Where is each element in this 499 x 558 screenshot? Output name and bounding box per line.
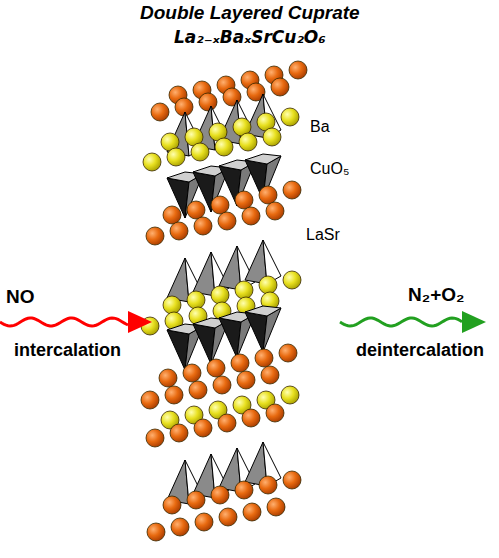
atom-sphere	[263, 128, 281, 146]
atom-sphere	[194, 217, 212, 235]
atom-label: Ba	[310, 118, 330, 136]
atom-sphere	[189, 381, 207, 399]
atom-sphere	[187, 201, 205, 219]
formula-label: La₂₋ₓBaₓSrCu₂O₆	[174, 27, 326, 47]
atom-sphere	[194, 419, 212, 437]
atom-sphere	[289, 61, 307, 79]
atom-sphere	[199, 93, 217, 111]
atom-sphere	[163, 496, 181, 514]
atom-sphere	[147, 523, 165, 541]
atom-sphere	[167, 148, 185, 166]
wavy-arrow	[340, 318, 462, 326]
gas-label: N₂+O₂	[408, 284, 464, 306]
atom-sphere	[235, 191, 253, 209]
atom-sphere	[195, 513, 213, 531]
atom-sphere	[231, 354, 249, 372]
atom-sphere	[218, 212, 236, 230]
gas-label: NO	[6, 286, 35, 308]
atom-sphere	[266, 202, 284, 220]
atom-sphere	[163, 206, 181, 224]
atom-sphere	[218, 414, 236, 432]
atom-sphere	[283, 181, 301, 199]
atom-sphere	[146, 227, 164, 245]
atom-sphere	[235, 281, 253, 299]
atom-sphere	[237, 371, 255, 389]
atom-sphere	[215, 138, 233, 156]
atom-sphere	[171, 518, 189, 536]
atom-sphere	[183, 364, 201, 382]
atom-sphere	[211, 286, 229, 304]
atom-sphere	[255, 349, 273, 367]
atom-sphere	[170, 222, 188, 240]
atom-label: LaSr	[306, 226, 340, 244]
wavy-arrow	[0, 318, 128, 326]
atom-sphere	[279, 344, 297, 362]
atom-sphere	[141, 391, 159, 409]
cuo5-pyramid	[245, 306, 281, 316]
arrow-head	[462, 311, 486, 333]
atom-sphere	[239, 133, 257, 151]
atom-sphere	[165, 386, 183, 404]
atom-sphere	[143, 153, 161, 171]
atom-sphere	[219, 508, 237, 526]
atom-sphere	[146, 429, 164, 447]
process-label: deintercalation	[356, 340, 484, 361]
atom-sphere	[281, 108, 299, 126]
atom-sphere	[283, 471, 301, 489]
cuo5-pyramid	[245, 154, 281, 164]
atom-sphere	[243, 503, 261, 521]
atom-sphere	[207, 359, 225, 377]
atom-sphere	[267, 498, 285, 516]
atom-sphere	[211, 486, 229, 504]
atom-sphere	[235, 481, 253, 499]
atom-sphere	[213, 376, 231, 394]
atom-sphere	[191, 143, 209, 161]
process-label: intercalation	[14, 340, 121, 361]
atom-sphere	[211, 196, 229, 214]
atom-label: CuO₅	[310, 160, 349, 178]
atom-sphere	[151, 103, 169, 121]
atom-layers	[141, 61, 307, 541]
atom-sphere	[259, 186, 277, 204]
atom-sphere	[159, 369, 177, 387]
atom-sphere	[187, 491, 205, 509]
wavy-arrows	[0, 311, 486, 333]
atom-sphere	[187, 291, 205, 309]
atom-sphere	[170, 424, 188, 442]
diagram-title: Double Layered Cuprate	[140, 2, 360, 24]
atom-sphere	[259, 476, 277, 494]
atom-sphere	[242, 207, 260, 225]
atom-sphere	[266, 404, 284, 422]
atom-sphere	[271, 78, 289, 96]
atom-sphere	[281, 386, 299, 404]
atom-sphere	[261, 366, 279, 384]
atom-sphere	[283, 271, 301, 289]
atom-sphere	[163, 296, 181, 314]
atom-sphere	[242, 409, 260, 427]
atom-sphere	[259, 276, 277, 294]
arrow-head	[128, 311, 152, 333]
